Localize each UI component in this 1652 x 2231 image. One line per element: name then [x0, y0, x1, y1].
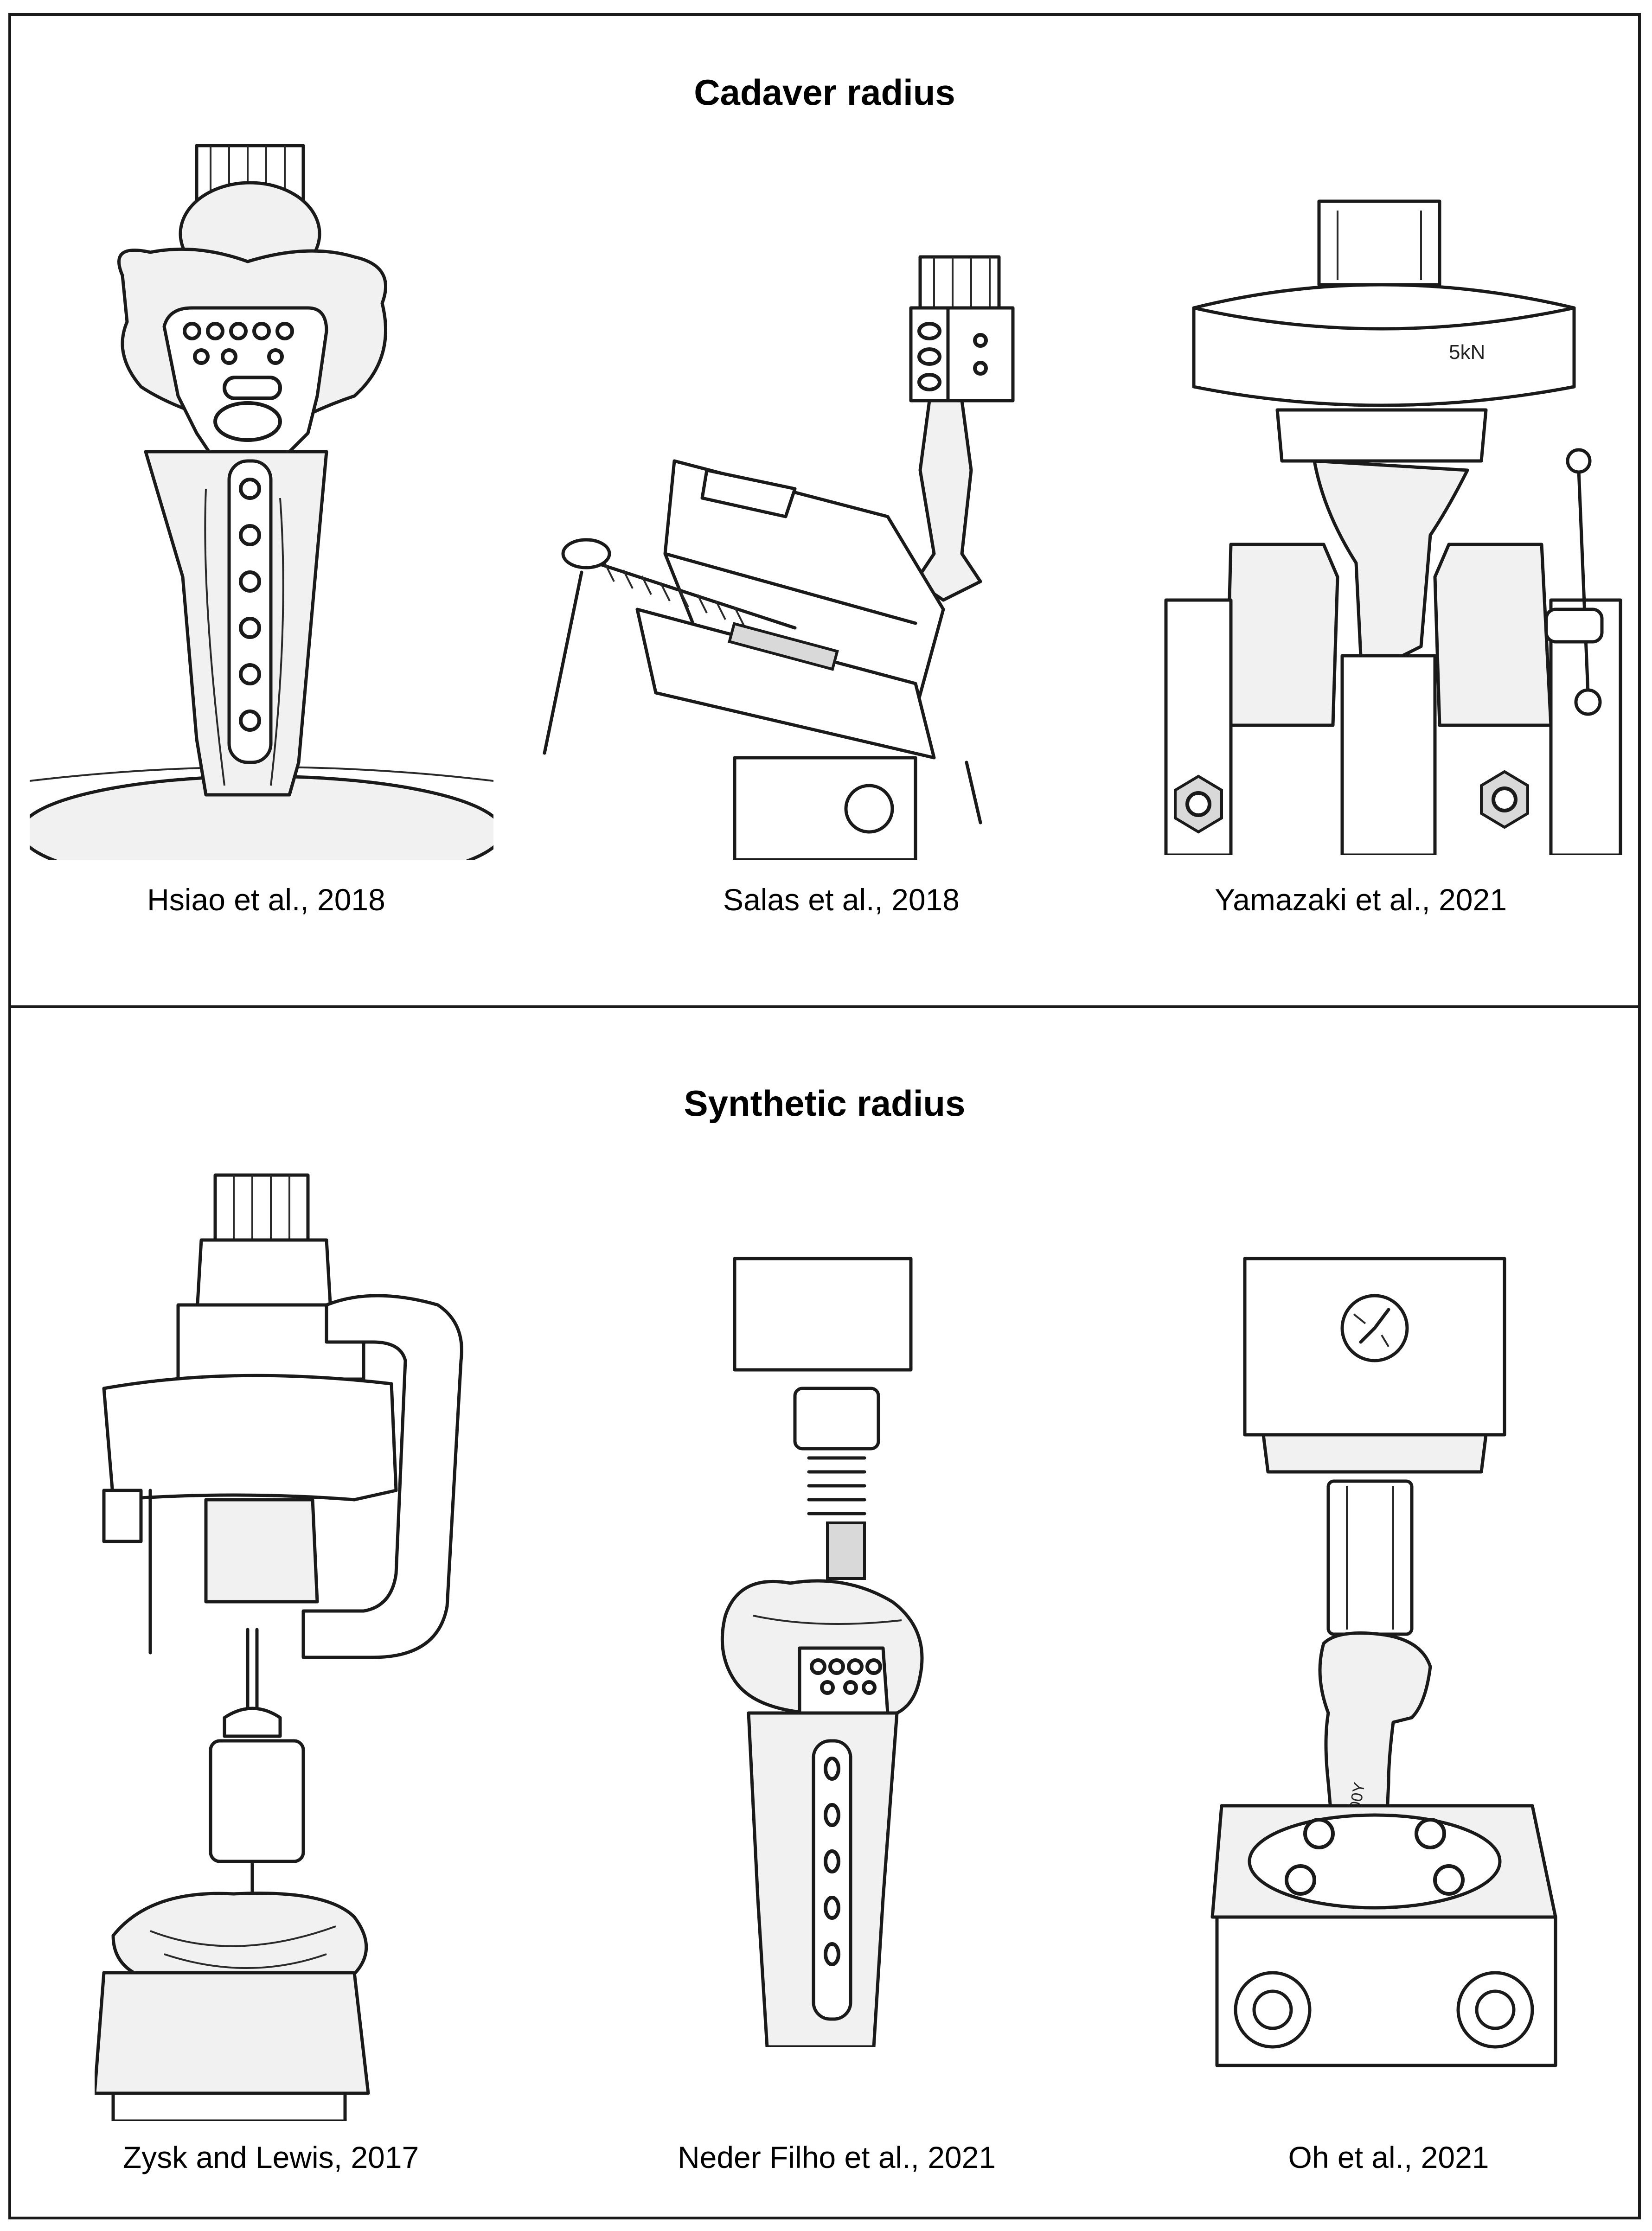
oh-test-setup-drawing: 100Y — [1210, 1257, 1557, 2067]
load-cell-label: 5kN — [1449, 341, 1485, 364]
zysk-test-setup-drawing — [95, 1173, 463, 2121]
panel-title-cadaver: Cadaver radius — [694, 72, 955, 113]
caption-zysk: Zysk and Lewis, 2017 — [122, 2140, 419, 2174]
caption-yamazaki: Yamazaki et al., 2021 — [1215, 882, 1507, 917]
caption-neder: Neder Filho et al., 2021 — [677, 2140, 996, 2174]
caption-oh: Oh et al., 2021 — [1288, 2140, 1489, 2174]
hsiao-test-setup-drawing — [30, 144, 493, 860]
synthetic-radius-panel: Synthetic radius — [8, 1005, 1641, 2219]
neder-test-setup-drawing — [720, 1257, 924, 2047]
illustration-yamazaki: 5kN — [1161, 192, 1625, 855]
illustration-oh: 100Y — [1171, 1249, 1597, 2084]
illustration-neder — [698, 1249, 957, 2047]
illustration-hsiao — [30, 136, 493, 860]
yamazaki-test-setup-drawing: 5kN — [1164, 199, 1622, 855]
panel-title-synthetic: Synthetic radius — [684, 1083, 966, 1124]
caption-hsiao: Hsiao et al., 2018 — [147, 882, 385, 917]
cadaver-radius-panel: Cadaver radius — [8, 13, 1641, 1008]
caption-salas: Salas et al., 2018 — [723, 882, 960, 917]
illustration-salas — [535, 229, 1045, 860]
illustration-zysk — [95, 1166, 521, 2121]
salas-test-setup-drawing — [543, 255, 1015, 860]
